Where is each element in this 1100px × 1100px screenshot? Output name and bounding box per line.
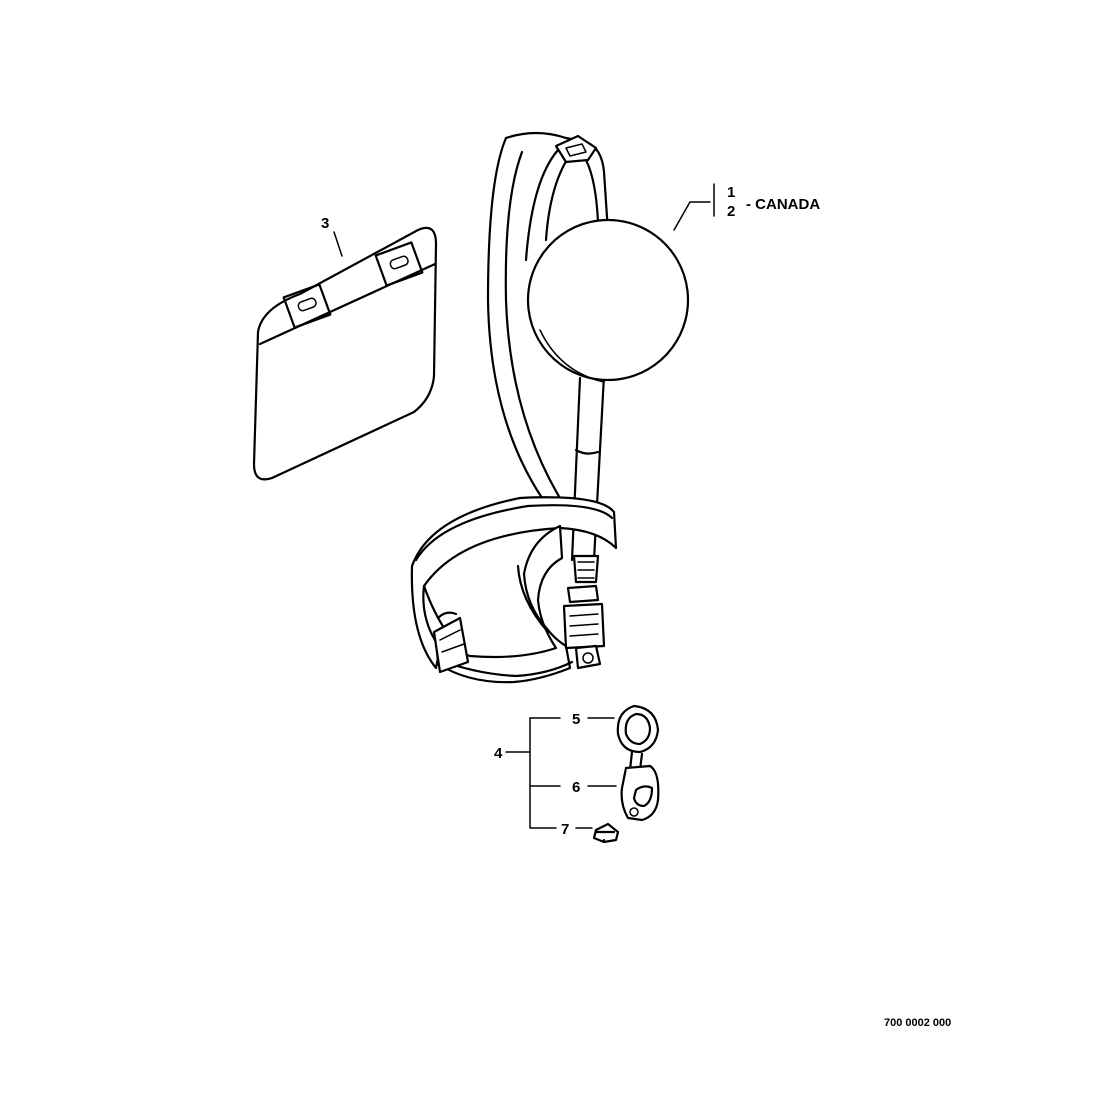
drawing-number: 700 0002 000: [884, 1017, 951, 1029]
part-1-2-shoulder-pad: [526, 218, 690, 383]
part-5-ring: [616, 704, 660, 754]
leader-lines: [333, 183, 715, 829]
part-1-2-harness: [486, 131, 610, 584]
waist-belt: [410, 496, 618, 684]
callout-4: 4: [494, 745, 503, 762]
part-3-shield-pad: [252, 226, 438, 481]
callout-7: 7: [561, 821, 569, 838]
callout-6: 6: [572, 779, 580, 796]
callout-canada-note: - CANADA: [746, 196, 820, 213]
part-7-screw: [592, 822, 620, 844]
callout-2: 2: [727, 203, 735, 220]
callout-3: 3: [321, 215, 329, 232]
hook-buckle-assembly: [562, 584, 606, 670]
callout-5: 5: [572, 711, 580, 728]
callout-1: 1: [727, 184, 735, 201]
part-6-clamp: [620, 750, 660, 822]
